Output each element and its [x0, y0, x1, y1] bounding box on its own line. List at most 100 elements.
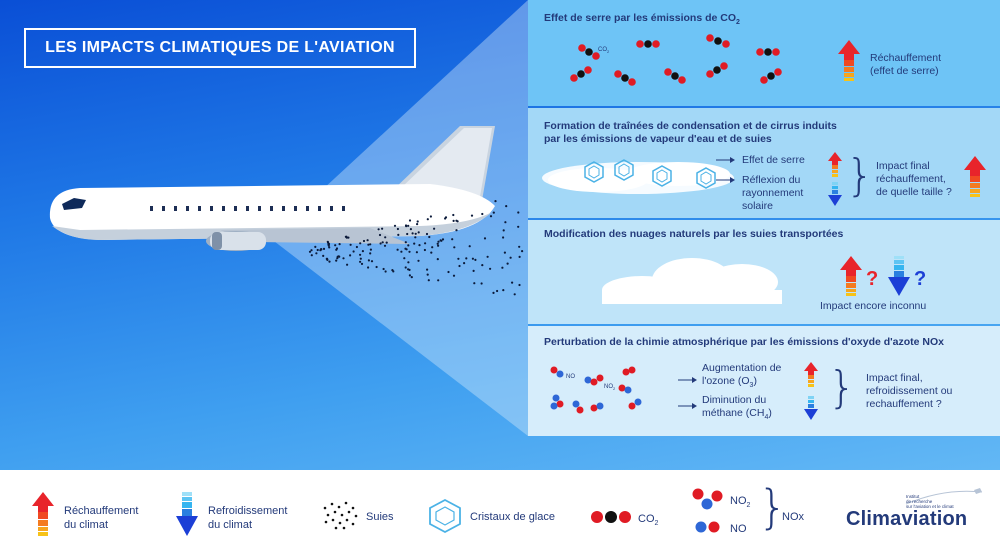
soot-particle — [452, 213, 455, 217]
soot-particle — [481, 264, 484, 267]
logo-plane-icon — [905, 488, 983, 505]
soot-particle — [359, 260, 362, 263]
no-molecule — [550, 366, 564, 378]
soot-particle — [337, 255, 340, 258]
soot-particle — [465, 257, 468, 260]
nox-effect-methane: Diminution du méthane (CH4) — [702, 394, 772, 422]
legend-co2-molecule-icon — [591, 511, 631, 523]
co2-molecule — [578, 44, 600, 60]
soot-particle — [411, 232, 414, 235]
soot-particle — [415, 251, 418, 254]
nox-effect-ozone: Augmentation de l'ozone (O3) — [702, 362, 782, 390]
soot-particle — [416, 220, 419, 223]
soot-particle — [436, 258, 439, 261]
soot-particle — [502, 229, 505, 232]
soot-particle — [366, 239, 369, 242]
soot-particle — [407, 244, 410, 247]
soot-particle — [320, 248, 323, 251]
soot-particle — [369, 252, 372, 255]
no2-label: NO2 — [604, 384, 616, 392]
soot-particle — [504, 221, 507, 224]
soot-particle — [501, 266, 504, 269]
soot-particle — [310, 249, 313, 252]
panel-clouds: Modification des nuages naturels par les… — [528, 220, 1000, 324]
soot-particle — [410, 276, 413, 279]
soot-particle — [381, 241, 384, 244]
soot-particle — [480, 282, 483, 285]
natural-cloud — [602, 258, 782, 304]
infographic-scene: LES IMPACTS CLIMATIQUES DE L'AVIATION Ef… — [0, 0, 1000, 470]
soot-particle — [384, 236, 387, 239]
soot-particle — [325, 257, 328, 260]
soot-particle — [404, 247, 407, 250]
nox-brace: } — [828, 362, 856, 413]
soot-particle — [367, 243, 370, 246]
soot-particle — [396, 227, 399, 231]
cooling-arrow-small-icon — [828, 182, 842, 206]
no2-molecule — [584, 374, 604, 386]
soot-particle — [349, 254, 352, 257]
clouds-impact-status: Impact encore inconnu — [820, 300, 927, 312]
soot-particle — [361, 250, 364, 253]
no-molecule — [628, 398, 642, 410]
contrail-cloud — [542, 162, 734, 194]
page-title: LES IMPACTS CLIMATIQUES DE L'AVIATION — [24, 28, 416, 68]
soot-particle — [502, 289, 505, 292]
legend-soot-label: Suies — [366, 511, 394, 523]
soot-particle — [328, 246, 331, 249]
soot-particle — [359, 257, 362, 260]
legend-warming-arrow-icon — [32, 492, 54, 536]
soot-particle — [404, 266, 407, 269]
ice-crystals — [584, 159, 716, 189]
co2-molecule — [760, 68, 782, 84]
soot-particle — [439, 239, 442, 242]
soot-particle — [314, 245, 317, 248]
cooling-arrow-small-icon — [804, 396, 818, 420]
soot-particle — [335, 247, 339, 250]
warming-question-mark: ? — [866, 268, 879, 290]
soot-particle — [377, 228, 380, 231]
soot-particle — [463, 262, 466, 265]
co2-molecule — [706, 34, 730, 48]
soot-particle — [310, 254, 313, 257]
soot-particle — [418, 244, 421, 247]
no2-molecule — [572, 400, 584, 414]
soot-particle — [521, 250, 524, 253]
soot-particle — [369, 248, 372, 251]
soot-particle — [472, 269, 475, 272]
soot-particle — [413, 242, 416, 245]
soot-particle — [502, 236, 505, 239]
soot-particle — [457, 257, 460, 260]
soot-particle — [474, 258, 477, 261]
ice-crystal-icon — [614, 159, 634, 181]
panel-clouds-title: Modification des nuages naturels par les… — [544, 228, 844, 240]
soot-particle — [379, 242, 382, 245]
soot-particle — [518, 283, 521, 287]
soot-particle — [404, 241, 407, 244]
soot-particle — [436, 242, 439, 245]
soot-particle — [430, 251, 433, 254]
soot-particle — [483, 237, 487, 240]
warming-arrow-small-icon — [828, 152, 842, 177]
soot-particle — [518, 245, 521, 248]
co2-molecule — [614, 70, 636, 86]
co2-molecule — [636, 40, 660, 48]
soot-particle — [426, 273, 429, 276]
co2-molecule — [756, 48, 780, 56]
soot-particle — [431, 246, 434, 249]
ice-crystal-icon — [652, 165, 672, 187]
co2-molecule-label: CO2 — [598, 47, 610, 55]
legend-no-molecule-icon — [695, 521, 720, 533]
soot-particle — [367, 266, 370, 269]
soot-particle — [338, 243, 341, 246]
contrail-effect-greenhouse: Effet de serre — [742, 154, 805, 166]
soot-particle — [416, 223, 419, 226]
soot-particle — [393, 224, 397, 227]
cooling-arrow-icon — [888, 256, 910, 296]
no-label: NO — [566, 374, 575, 380]
soot-particle — [451, 238, 454, 241]
ice-crystal-icon — [696, 167, 716, 189]
soot-particle — [428, 235, 431, 239]
soot-particle — [378, 233, 382, 237]
